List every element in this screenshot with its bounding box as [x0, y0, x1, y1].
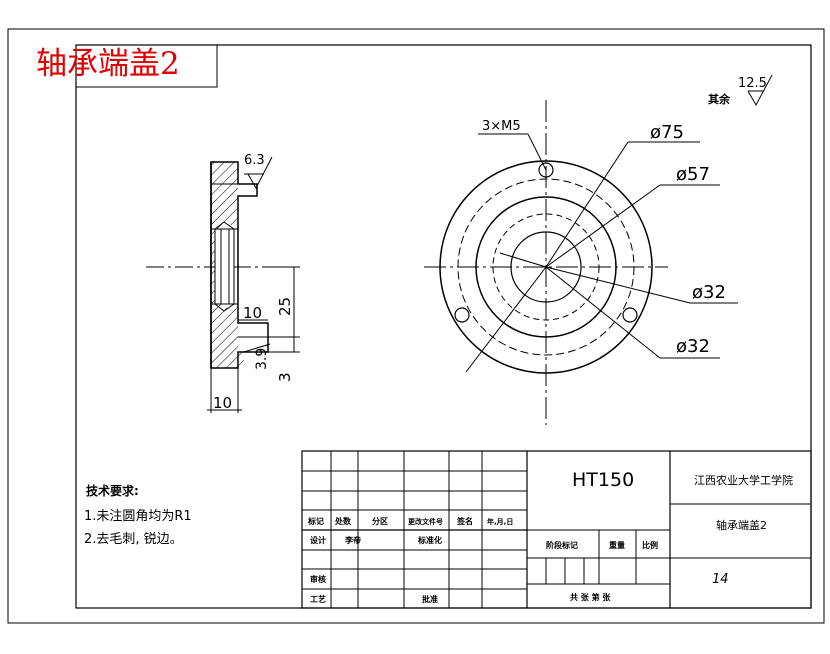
holes-label: 3×M5 — [482, 119, 521, 134]
dim-10-bottom: 10 — [213, 394, 232, 412]
tech-req-item1: 1.未注圆角均为R1 — [84, 509, 192, 524]
dia-32a-label: ø32 — [692, 282, 726, 303]
tech-req-item2: 2.去毛刺, 锐边。 — [84, 532, 183, 547]
label-stage: 阶段标记 — [546, 540, 578, 550]
dim-25: 25 — [276, 297, 294, 316]
label-sheets: 共 张 第 张 — [570, 592, 611, 602]
dim-3: 3 — [276, 372, 294, 382]
label-approve: 批准 — [422, 594, 438, 604]
label-std-design: 标准化 — [417, 535, 442, 545]
label-mark: 标记 — [307, 516, 324, 526]
roughness-6-3: 6.3 — [244, 153, 265, 168]
tech-req-heading: 技术要求: — [86, 483, 139, 498]
outer-border — [7, 28, 825, 624]
side-section-view: 6.3 10 25 3.9 3 10 — [146, 153, 300, 413]
designer-name: 李帝 — [344, 535, 361, 545]
label-date: 年,月,日 — [487, 517, 513, 526]
title-box — [75, 44, 218, 88]
general-roughness-label: 其余 — [708, 92, 731, 106]
label-count: 处数 — [334, 516, 352, 526]
dia-57-label: ø57 — [676, 164, 710, 185]
title-block — [301, 450, 812, 609]
label-sign: 签名 — [456, 516, 473, 526]
front-view — [424, 100, 738, 425]
roughness-symbol-general — [747, 74, 773, 107]
general-roughness-value: 12.5 — [738, 76, 767, 91]
scale-value: 14 — [712, 572, 729, 587]
label-doc-no: 更改文件号 — [408, 517, 443, 526]
label-process: 工艺 — [310, 594, 326, 604]
label-design: 设计 — [310, 535, 326, 545]
label-review: 审核 — [310, 574, 326, 584]
material-label: HT150 — [572, 469, 634, 491]
label-weight: 重量 — [609, 540, 625, 550]
drawing-title: 轴承端盖2 — [36, 46, 180, 82]
label-scale: 比例 — [642, 540, 658, 550]
label-zone: 分区 — [372, 516, 388, 526]
dim-10-upper: 10 — [243, 304, 262, 322]
school-name: 江西农业大学工学院 — [694, 473, 793, 487]
dia-75-label: ø75 — [650, 122, 684, 143]
part-name: 轴承端盖2 — [716, 518, 767, 532]
dia-32b-label: ø32 — [676, 336, 710, 357]
dim-3-9: 3.9 — [254, 348, 270, 370]
